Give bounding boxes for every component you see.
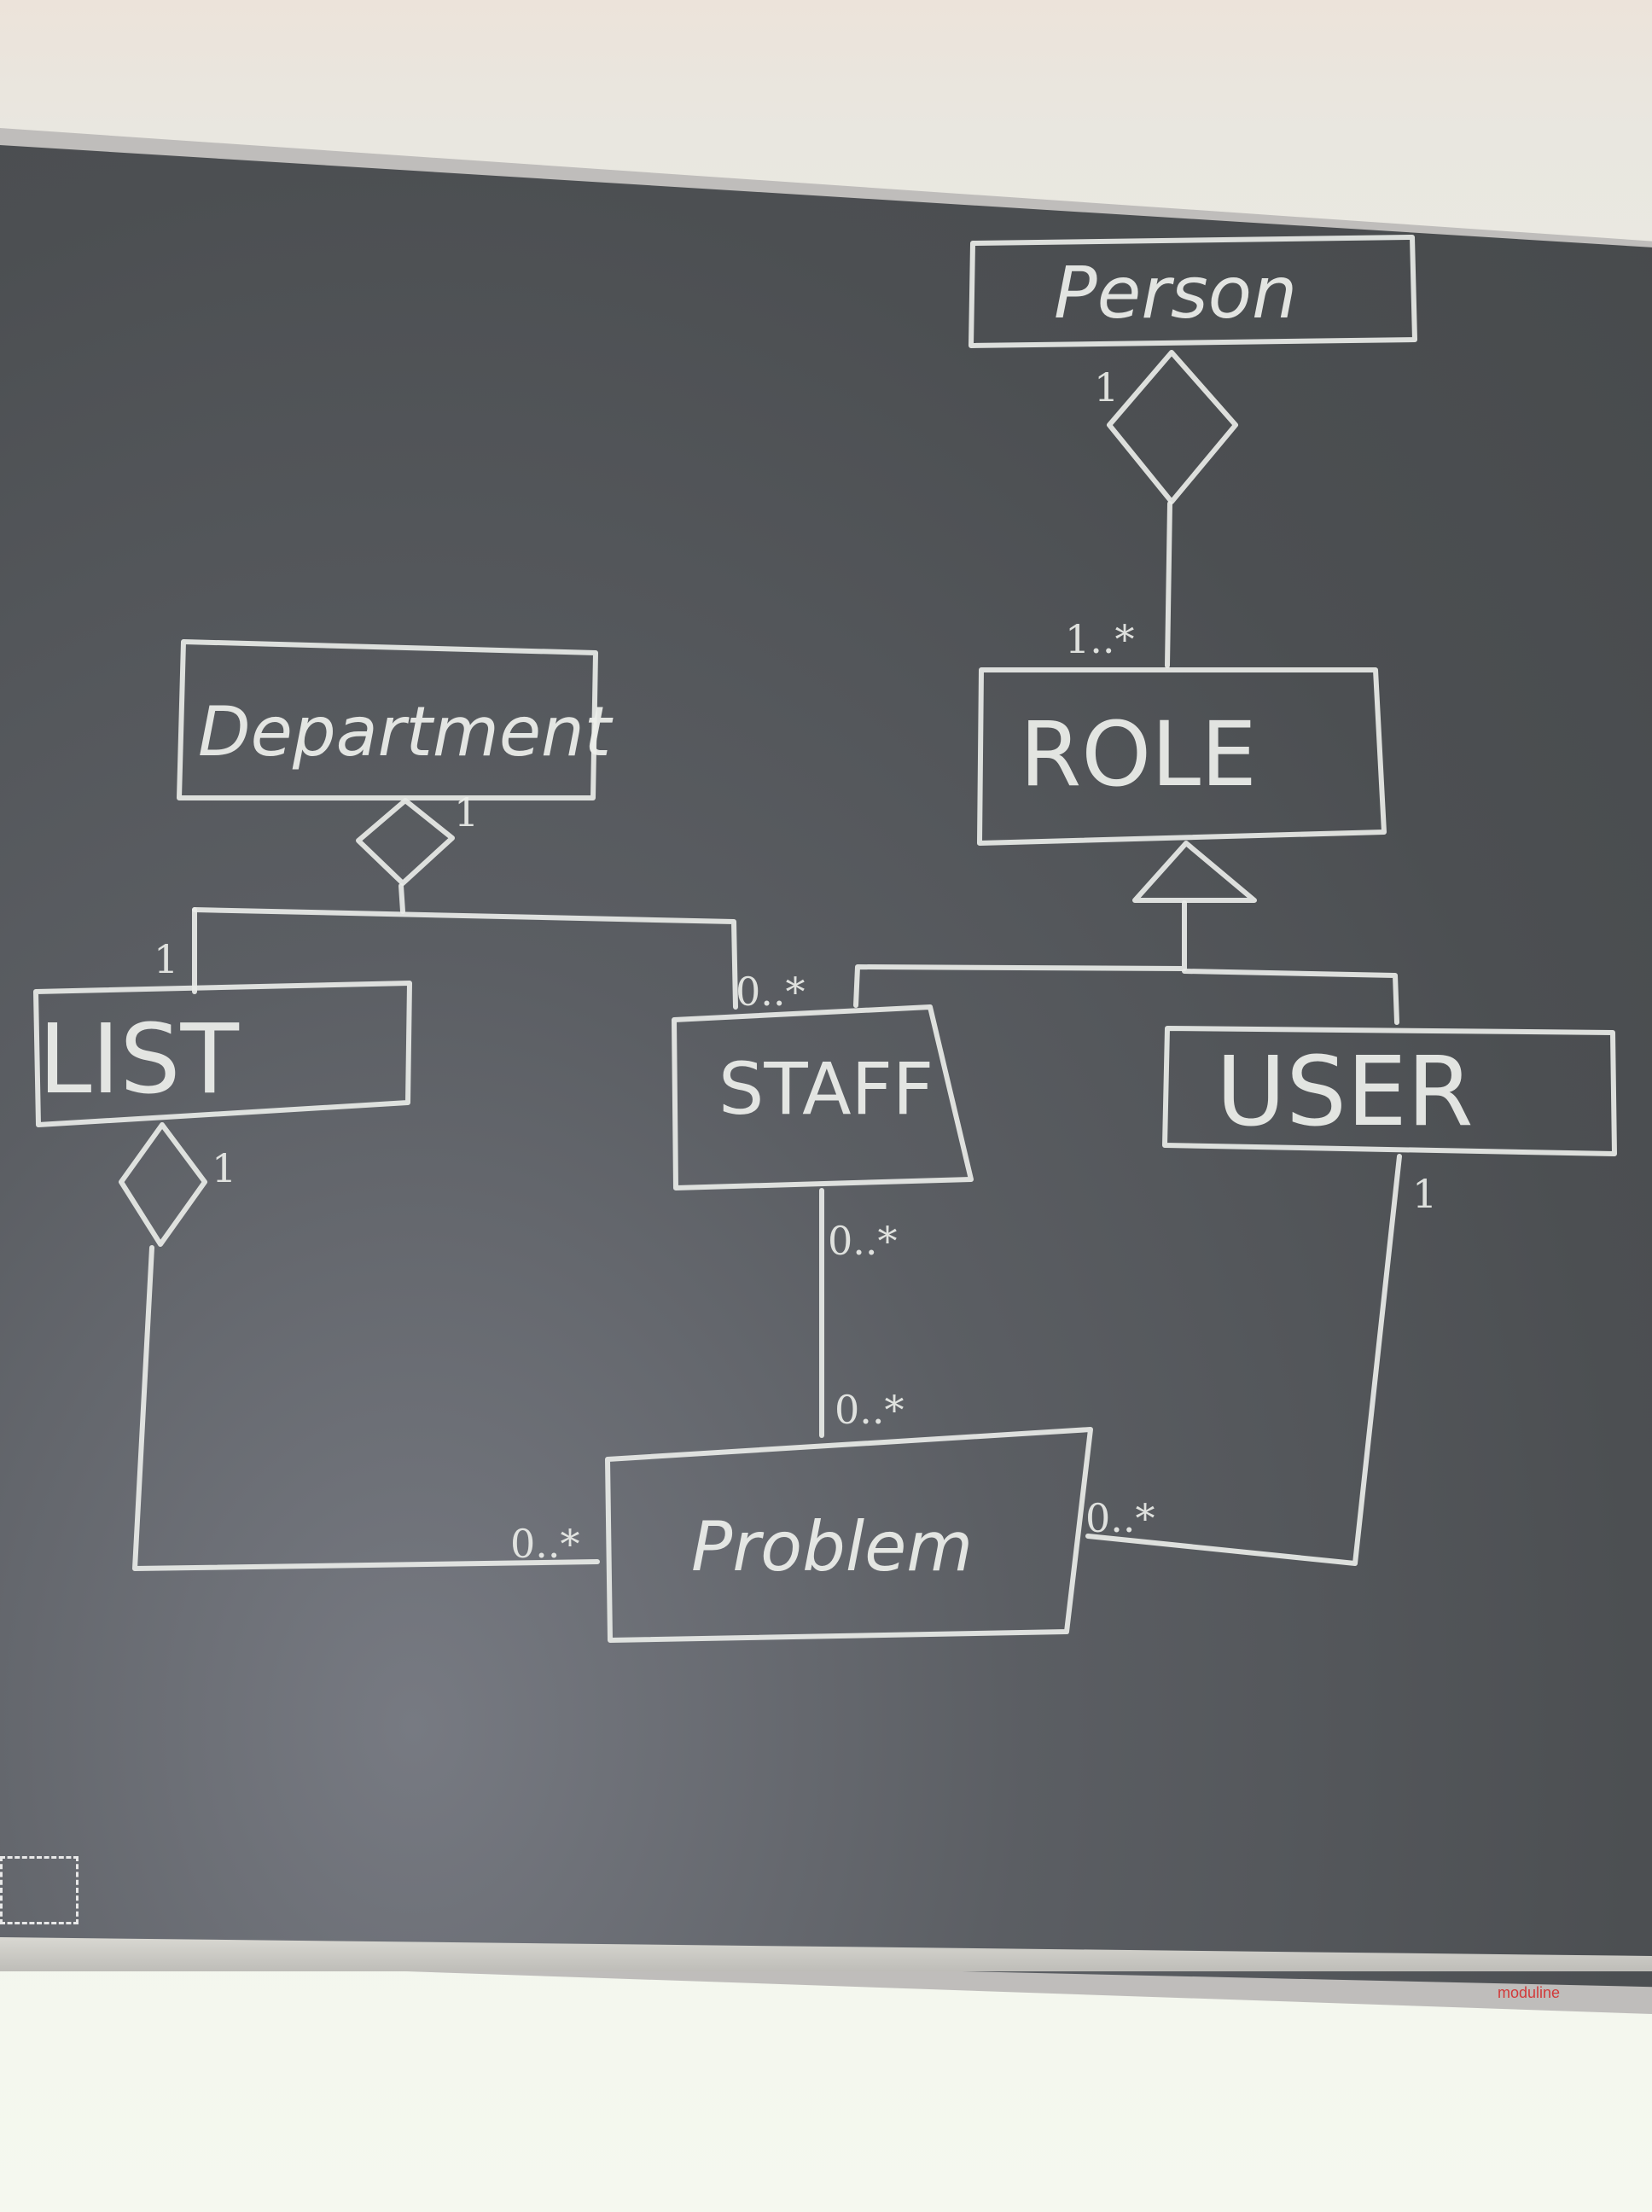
mult-user-problem-problem-end: 0..* [1085,1495,1155,1541]
class-role: ROLE [977,667,1387,846]
mult-department-list-list-end: 1 [154,936,178,982]
class-person-label: Person [1054,251,1297,335]
association-staff-problem: 0..* 0..* [819,1188,905,1438]
mult-staff-problem-staff-end: 0..* [828,1218,898,1264]
class-user-label: USER [1216,1037,1474,1148]
class-person: Person [969,235,1417,348]
mult-department-staff-staff-end: 0..* [736,969,806,1015]
mult-staff-problem-problem-end: 0..* [835,1387,905,1433]
aggregation-department: 1 1 0..* [154,789,806,1015]
mult-list-problem-problem-end: 0..* [510,1521,580,1567]
association-user-problem: 1 0..* [1085,1154,1437,1566]
board-sticker [0,1856,79,1924]
class-staff: STAFF [672,1004,974,1190]
class-department-label: Department [198,692,614,771]
class-user: USER [1162,1026,1617,1156]
mult-department-end: 1 [454,789,479,835]
class-staff-label: STAFF [718,1047,934,1131]
chalkboard [0,145,1652,1988]
mult-user-problem-user-end: 1 [1412,1171,1437,1217]
aggregation-list-problem: 1 0..* [119,1122,600,1571]
class-list-label: LIST [38,1004,240,1115]
generalization-role [853,841,1399,1025]
class-problem: Problem [605,1427,1093,1643]
mult-person-role-role-end: 1..* [1065,616,1135,662]
class-list: LIST [33,981,412,1127]
mult-person-role-person-end: 1 [1094,364,1119,410]
class-problem-label: Problem [691,1507,973,1586]
board-brand-label: moduline [1498,1984,1561,2001]
mult-list-problem-list-end: 1 [212,1145,236,1191]
class-role-label: ROLE [1020,702,1257,806]
class-department: Department [177,639,614,800]
composition-person-role: 1 1..* [1065,350,1238,668]
